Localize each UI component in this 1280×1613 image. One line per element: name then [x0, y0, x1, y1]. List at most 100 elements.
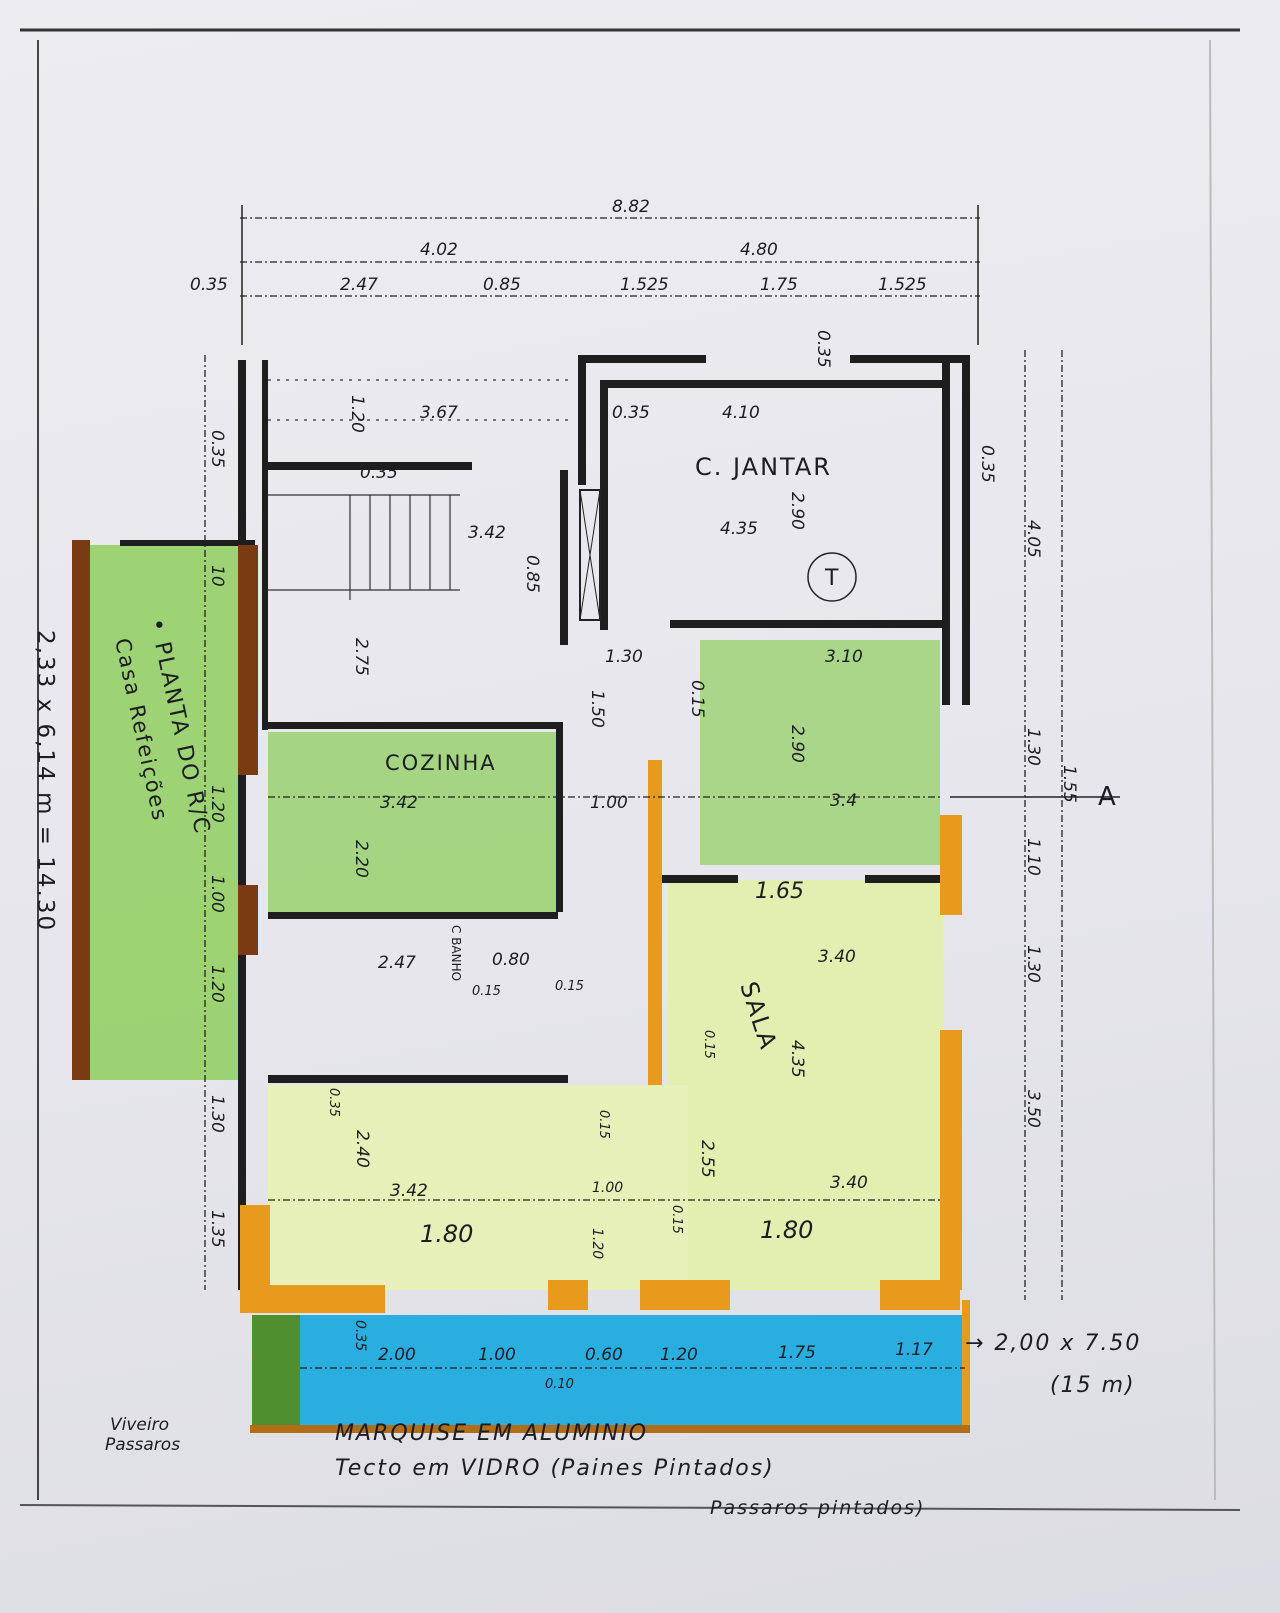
dim-label: 4.05 — [1023, 520, 1043, 558]
marquise-dimensions: 0.35 2.00 1.00 0.60 1.20 1.75 1.17 0.10 — [352, 1320, 933, 1392]
dim-label: 4.35 — [720, 519, 758, 539]
dim-label: 0.35 — [190, 275, 228, 295]
note-roof: Tecto em VIDRO (Paines Pintados) — [335, 1456, 775, 1481]
walls — [72, 355, 970, 1433]
top-dimensions: 8.82 4.02 4.80 0.35 2.47 0.85 1.525 1.75… — [190, 197, 927, 368]
note-marquise-size: → 2,00 x 7.50 — [965, 1331, 1141, 1356]
dim-label: 1.75 — [760, 275, 798, 295]
dim-label: 0.15 — [472, 984, 501, 999]
dim-label: 0.15 — [687, 680, 707, 718]
dim-label: 0.35 — [352, 1320, 368, 1351]
section-mark: A — [1098, 782, 1116, 812]
dim-label: 1.17 — [895, 1340, 933, 1360]
dim-label: 3.40 — [818, 947, 856, 967]
dim-label: 0.10 — [545, 1377, 574, 1392]
right-dimensions: 0.35 4.05 1.30 1.55 1.10 1.30 3.50 — [977, 445, 1079, 1128]
dim-label: 2.75 — [351, 638, 371, 676]
dim-right-width: 4.80 — [740, 240, 778, 260]
hall-fill — [268, 1085, 688, 1290]
dim-label: 3.50 — [1023, 1090, 1043, 1128]
dim-label: 0.60 — [585, 1345, 623, 1365]
dim-label: 1.00 — [590, 793, 628, 813]
room-label-bath: C BANHO — [449, 925, 463, 981]
dim-label: 1.20 — [207, 785, 227, 823]
dim-label: 1.80 — [760, 1216, 813, 1244]
dim-label: 3.10 — [825, 647, 863, 667]
dim-label: 1.00 — [592, 1180, 623, 1196]
dim-label: 0.15 — [555, 979, 584, 994]
room-label-dining: C. JANTAR — [695, 453, 832, 481]
left-dimensions: 0.35 10 1.20 1.00 1.20 1.30 1.35 0.35 — [207, 430, 341, 1248]
dim-label: 1.525 — [878, 275, 927, 295]
dim-label: 0.15 — [669, 1205, 684, 1234]
dim-label: 1.30 — [1023, 945, 1043, 983]
aviary-label: Viveiro — [110, 1415, 169, 1435]
kitchen-fill — [268, 732, 558, 912]
dim-label: 1.30 — [1023, 728, 1043, 766]
dim-label: 1.10 — [1023, 838, 1043, 876]
dim-label: 0.85 — [522, 555, 542, 593]
dim-left-width: 4.02 — [420, 240, 458, 260]
dim-label: 4.35 — [787, 1040, 807, 1078]
dim-label: 1.50 — [587, 690, 607, 728]
dim-label: 1.55 — [1059, 765, 1079, 803]
dim-label: 0.35 — [360, 463, 398, 483]
dim-label: 1.20 — [660, 1345, 698, 1365]
dim-label: 0.35 — [813, 330, 833, 368]
annex-fill — [88, 545, 238, 1080]
dim-label: 2.90 — [787, 725, 807, 763]
dim-label: 4.10 — [722, 403, 760, 423]
living-fill — [668, 880, 943, 1290]
notes: MARQUISE EM ALUMINIO Tecto em VIDRO (Pai… — [335, 1331, 1141, 1519]
dim-label: 2.55 — [697, 1140, 717, 1178]
dim-label: 3.4 — [830, 791, 857, 811]
room-fills — [88, 545, 965, 1430]
note-marquise: MARQUISE EM ALUMINIO — [335, 1421, 648, 1446]
annex-area-note: 2,33 x 6,14 m = 14.30 — [32, 630, 58, 932]
dim-label: 3.42 — [380, 793, 418, 813]
dim-label: 1.75 — [778, 1343, 816, 1363]
dim-label: 1.20 — [589, 1228, 605, 1259]
aviary-label-2: Passaros — [105, 1435, 180, 1455]
dimension-lines — [204, 205, 1120, 1369]
dim-label: 0.15 — [701, 1030, 716, 1059]
dim-label: 3.67 — [420, 403, 458, 423]
dim-label: 0.80 — [492, 950, 530, 970]
dim-label: 2.90 — [787, 492, 807, 530]
dim-label: 1.35 — [207, 1210, 227, 1248]
dim-label: 1.30 — [605, 647, 643, 667]
dim-label: 1.30 — [207, 1095, 227, 1133]
dim-label: 1.525 — [620, 275, 669, 295]
dim-label: 3.40 — [830, 1173, 868, 1193]
note-birds: Passaros pintados) — [710, 1497, 925, 1519]
dim-label: 2.00 — [378, 1345, 416, 1365]
dim-label: 0.85 — [483, 275, 521, 295]
dim-label: 3.42 — [468, 523, 506, 543]
dim-label: 1.65 — [755, 879, 804, 904]
dim-label: 10 — [207, 565, 227, 587]
staircase — [268, 379, 568, 600]
room-label-kitchen: COZINHA — [385, 751, 497, 775]
dim-label: 2.47 — [378, 953, 416, 973]
inner-dimensions: 3.67 1.20 0.35 4.10 0.35 3.42 4.35 2.90 … — [347, 395, 868, 1259]
dim-label: 1.00 — [478, 1345, 516, 1365]
office-fill — [700, 640, 940, 865]
sheet-border — [19, 28, 1241, 1511]
dim-label: 0.35 — [977, 445, 997, 483]
dim-total-width: 8.82 — [612, 197, 650, 217]
dim-label: 1.20 — [207, 965, 227, 1003]
dim-label: 1.20 — [347, 395, 367, 433]
aviary-fill — [252, 1315, 300, 1430]
pool-fill — [300, 1315, 965, 1430]
dim-label: 0.35 — [612, 403, 650, 423]
dim-label: 2.20 — [351, 840, 371, 878]
dim-label: 2.47 — [340, 275, 378, 295]
dim-label: 0.35 — [207, 430, 227, 468]
dim-label: 1.80 — [420, 1220, 473, 1248]
note-marquise-area: (15 m) — [1050, 1373, 1136, 1398]
toilet-mark: T — [824, 566, 839, 591]
dim-label: 2.40 — [352, 1130, 372, 1168]
dim-label: 3.42 — [390, 1181, 428, 1201]
